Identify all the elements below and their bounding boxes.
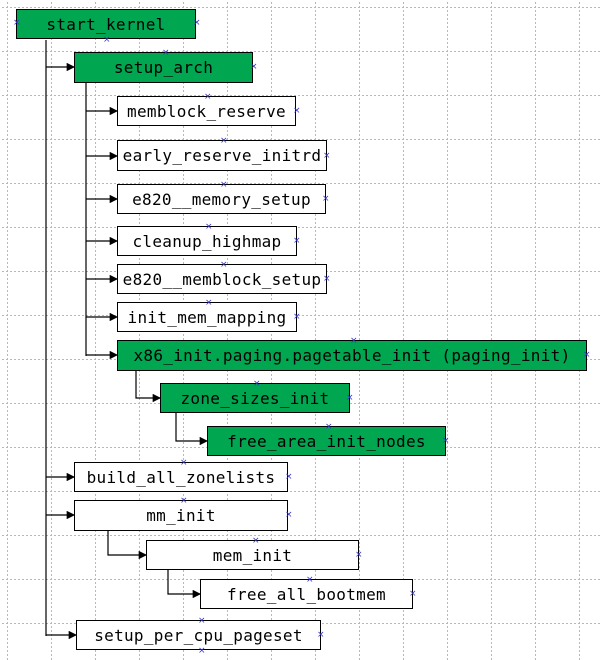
handle-marker[interactable]: ×: [355, 550, 363, 560]
handle-marker[interactable]: ×: [180, 458, 188, 468]
handle-marker[interactable]: ×: [285, 510, 293, 520]
handle-marker[interactable]: ×: [322, 194, 330, 204]
node-setup-per-cpu-pageset[interactable]: setup_per_cpu_pageset: [76, 620, 321, 650]
node-zone-sizes-init[interactable]: zone_sizes_init: [160, 383, 350, 413]
node-memblock-reserve[interactable]: memblock_reserve: [117, 96, 296, 126]
node-setup-arch[interactable]: setup_arch: [74, 52, 253, 83]
handle-marker[interactable]: ×: [198, 616, 206, 626]
handle-marker[interactable]: ×: [205, 298, 213, 308]
handle-marker[interactable]: ×: [220, 136, 228, 146]
edge-mm-mem-init: [107, 531, 148, 560]
handle-marker[interactable]: ×: [346, 393, 354, 403]
handle-marker[interactable]: ×: [220, 260, 228, 270]
handle-marker[interactable]: ×: [583, 350, 591, 360]
handle-marker[interactable]: ×: [323, 274, 331, 284]
handle-marker[interactable]: ×: [442, 436, 450, 446]
handle-marker[interactable]: ×: [323, 151, 331, 161]
node-early-reserve-initrd[interactable]: early_reserve_initrd: [117, 140, 327, 171]
handle-marker[interactable]: ×: [162, 48, 170, 58]
node-free-area-init-nodes[interactable]: free_area_init_nodes: [207, 426, 446, 456]
handle-marker[interactable]: ×: [306, 575, 314, 585]
handle-marker[interactable]: ×: [198, 646, 206, 656]
node-e820-memblock-setup[interactable]: e820__memblock_setup: [117, 264, 327, 294]
handle-marker[interactable]: ×: [103, 35, 111, 45]
node-e820-memory-setup[interactable]: e820__memory_setup: [117, 184, 326, 214]
handle-marker[interactable]: ×: [250, 62, 258, 72]
handle-marker[interactable]: ×: [317, 630, 325, 640]
node-build-all-zonelists[interactable]: build_all_zonelists: [74, 462, 288, 492]
handle-marker[interactable]: ×: [293, 236, 301, 246]
node-init-mem-mapping[interactable]: init_mem_mapping: [117, 302, 297, 332]
handle-marker[interactable]: ×: [180, 496, 188, 506]
node-mm-init[interactable]: mm_init: [74, 500, 288, 531]
node-mem-init[interactable]: mem_init: [146, 540, 359, 570]
handle-marker[interactable]: ×: [293, 106, 301, 116]
handle-marker[interactable]: ×: [193, 18, 201, 28]
handle-marker[interactable]: ×: [13, 18, 21, 28]
node-free-all-bootmem[interactable]: free_all_bootmem: [200, 579, 413, 609]
handle-marker[interactable]: ×: [205, 222, 213, 232]
handle-marker[interactable]: ×: [409, 589, 417, 599]
handle-marker[interactable]: ×: [285, 472, 293, 482]
node-paging-init[interactable]: x86_init.paging.pagetable_init (paging_i…: [117, 340, 587, 371]
edge-mem-free-bootmem: [167, 570, 202, 599]
edge-paging-zone-sizes: [135, 371, 162, 403]
handle-marker[interactable]: ×: [204, 92, 212, 102]
handle-marker[interactable]: ×: [253, 379, 261, 389]
node-cleanup-highmap[interactable]: cleanup_highmap: [117, 226, 297, 256]
handle-marker[interactable]: ×: [350, 336, 358, 346]
edge-zone-free-area: [175, 413, 209, 446]
handle-marker[interactable]: ×: [325, 422, 333, 432]
handle-marker[interactable]: ×: [220, 180, 228, 190]
node-start-kernel[interactable]: start_kernel: [16, 9, 196, 39]
handle-marker[interactable]: ×: [252, 536, 260, 546]
handle-marker[interactable]: ×: [293, 312, 301, 322]
